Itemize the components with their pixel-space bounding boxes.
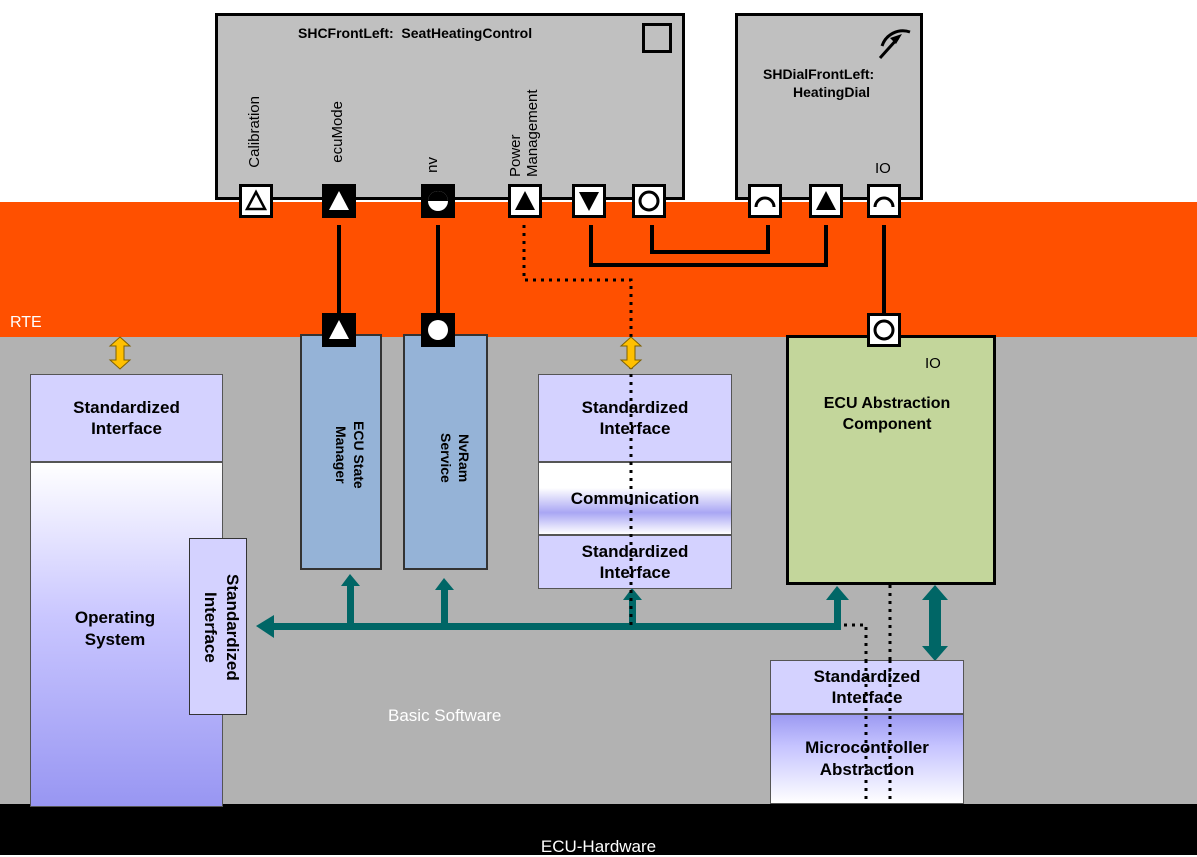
ecumode-port[interactable] xyxy=(322,184,356,218)
bsw-bus xyxy=(256,574,948,661)
ecu-hardware-label: ECU-Hardware xyxy=(540,836,657,856)
nv-port[interactable] xyxy=(421,184,455,218)
operating-system-label: Operating System xyxy=(74,608,156,649)
seat-heating-control-title: SHCFrontLeft: SeatHeatingControl xyxy=(298,25,533,41)
ecu-state-manager-port[interactable] xyxy=(322,313,356,347)
nvram-service-label: NvRam Service xyxy=(438,433,472,483)
ecu-abstraction-label: ECU Abstraction Component xyxy=(823,395,951,433)
basic-software-label: Basic Software xyxy=(388,706,502,725)
calibration-port[interactable] xyxy=(239,184,273,218)
ecu-abstraction-io-port[interactable] xyxy=(867,313,901,347)
heating-dial-title-line1: SHDialFrontLeft: xyxy=(763,66,875,82)
comm-bottom-interface: Standardized Interface xyxy=(538,535,732,589)
ecu-abstraction-component[interactable] xyxy=(786,335,996,585)
dial-sender-port[interactable] xyxy=(809,184,843,218)
rte-layer xyxy=(0,202,1197,337)
dial-sensor-icon xyxy=(878,29,911,60)
os-side-interface xyxy=(189,538,247,715)
composition-icon xyxy=(642,23,672,53)
heating-out-port[interactable] xyxy=(572,184,606,218)
communication: Communication xyxy=(538,462,732,535)
dial-server-port[interactable] xyxy=(748,184,782,218)
rte-label: RTE xyxy=(10,314,42,331)
heating-client-port[interactable] xyxy=(632,184,666,218)
heating-dial-io-label: IO xyxy=(875,160,891,177)
ecu-state-manager-label: ECU State Manager xyxy=(333,421,367,489)
comm-top-interface: Standardized Interface xyxy=(538,374,732,462)
os-side-interface-label: Standardized Interface xyxy=(201,574,242,681)
seat-heating-control-component[interactable] xyxy=(215,13,685,200)
os-interface: Standardized Interface xyxy=(30,374,223,462)
dial-io-port[interactable] xyxy=(867,184,901,218)
heating-dial-title-line2: HeatingDial xyxy=(793,84,871,100)
ecu-hardware-layer: ECU-Hardware xyxy=(0,804,1197,856)
nvram-service[interactable] xyxy=(403,334,488,570)
power-management-port[interactable] xyxy=(508,184,542,218)
updown-arrow-icon xyxy=(108,336,643,370)
ecu-abstraction-io-label: IO xyxy=(925,355,941,372)
nvram-service-port[interactable] xyxy=(421,313,455,347)
